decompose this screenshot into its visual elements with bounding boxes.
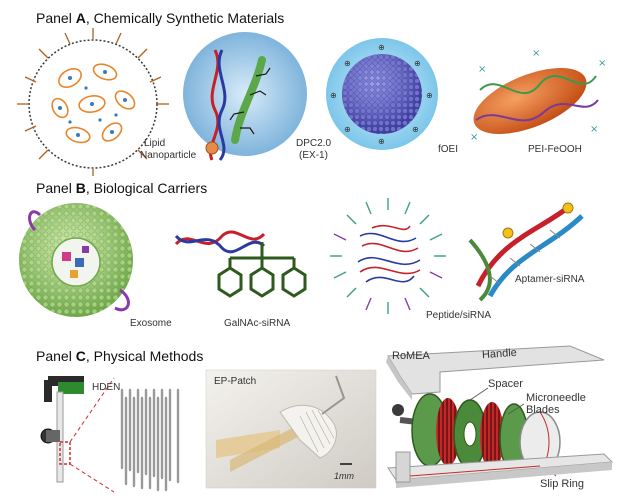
svg-text:⊕: ⊕: [378, 137, 385, 146]
ep-patch-label: EP-Patch: [214, 376, 257, 387]
romea-device-illustration: [386, 345, 614, 488]
panel-b-title: Panel B, Biological Carriers: [36, 180, 208, 196]
panel-c-title: Panel C, Physical Methods: [36, 348, 204, 364]
peptide-sirna-illustration: [330, 198, 446, 314]
svg-text:×: ×: [598, 58, 606, 69]
svg-text:×: ×: [470, 132, 478, 143]
svg-text:×: ×: [478, 64, 486, 75]
lipid-nanoparticle-illustration: [17, 28, 169, 176]
peptide-sirna-label: Peptide/siRNA: [426, 310, 492, 321]
spacer-label: Spacer: [488, 378, 523, 390]
pei-feooh-illustration: × × × × ×: [470, 48, 606, 143]
svg-text:×: ×: [590, 124, 598, 135]
aptamer-sirna-label: Aptamer-siRNA: [515, 274, 585, 285]
hden-device-illustration: [40, 376, 180, 493]
slip-ring-label: Slip Ring: [540, 478, 585, 490]
ep-patch-photo: [205, 369, 377, 489]
svg-text:⊕: ⊕: [330, 91, 337, 100]
svg-text:⊕: ⊕: [412, 125, 419, 134]
svg-text:⊕: ⊕: [378, 43, 385, 52]
galnac-sirna-illustration: [174, 230, 307, 298]
svg-text:×: ×: [532, 48, 540, 59]
exosome-label: Exosome: [130, 318, 172, 329]
microneedle-blades-label: Microneedle Blades: [526, 392, 586, 416]
scale-bar-label: 1mm: [334, 471, 354, 481]
panel-a-title: Panel A, Chemically Synthetic Materials: [36, 10, 285, 26]
svg-text:⊕: ⊕: [344, 59, 351, 68]
pei-feooh-label: PEI-FeOOH: [528, 144, 582, 155]
aptamer-sirna-illustration: [468, 202, 584, 302]
galnac-sirna-label: GalNAc-siRNA: [224, 318, 291, 329]
lipid-nanoparticle-label: Lipid Nanoparticle: [140, 138, 197, 161]
foei-nanoparticle-illustration: ⊕ ⊕ ⊕ ⊕ ⊕ ⊕ ⊕ ⊕: [326, 38, 438, 150]
exosome-illustration: [19, 203, 133, 317]
svg-text:⊕: ⊕: [414, 59, 421, 68]
dpc-label: DPC2.0 (EX-1): [296, 138, 332, 161]
svg-text:⊕: ⊕: [344, 125, 351, 134]
svg-text:⊕: ⊕: [426, 91, 433, 100]
handle-label: Handle: [481, 346, 518, 362]
romea-label: RoMEA: [392, 350, 430, 362]
hden-label: HDEN: [92, 382, 121, 393]
dpc-conjugate-illustration: [183, 32, 307, 161]
foei-label: fOEI: [438, 144, 459, 155]
